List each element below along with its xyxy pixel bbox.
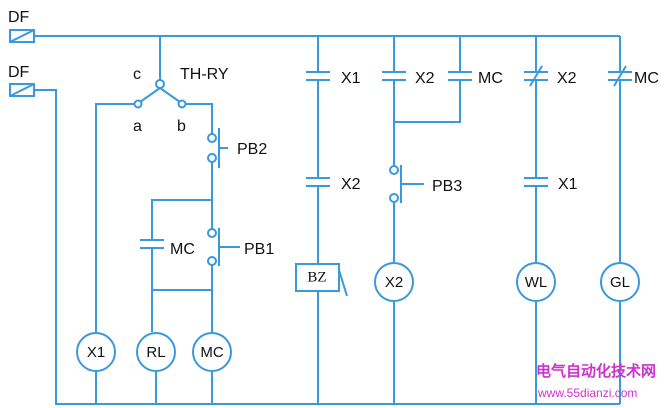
latch-wire-top: [151, 199, 212, 240]
wl-nc-slash: [529, 65, 543, 87]
lamp-rl-label: RL: [146, 344, 165, 361]
lamp-wl-label: WL: [525, 274, 548, 291]
pb2-label: PB2: [237, 141, 267, 158]
wl-x1-label: X1: [558, 176, 578, 193]
th-ry-c-label: c: [133, 66, 141, 83]
pb3-label: PB3: [432, 178, 462, 195]
x2col-mc-label: MC: [478, 70, 503, 87]
coil-mc-label: MC: [200, 344, 223, 361]
th-ry-a-label: a: [133, 118, 142, 135]
lamp-wl: [516, 262, 556, 302]
df-bottom-label: DF: [8, 64, 30, 81]
watermark-url: www.55dianzi.com: [537, 386, 637, 400]
pb2-contact-bottom: [207, 153, 217, 163]
mc-branch-wire-2: [394, 80, 461, 123]
wl-x2-label: X2: [557, 70, 577, 87]
lamp-rl: [136, 332, 176, 372]
pb1-contact-top: [207, 228, 217, 238]
coil-mc: [192, 332, 232, 372]
pb2-contact-top: [207, 133, 217, 143]
lamp-gl-label: GL: [610, 274, 630, 291]
bz-x2-label: X2: [341, 176, 361, 193]
pb3-contact-top: [389, 165, 399, 175]
th-ry-pole-c: [155, 79, 165, 89]
pb2-feed: [186, 103, 213, 134]
x2col-x2-label: X2: [415, 70, 435, 87]
buzzer-bz-tail: [338, 269, 348, 297]
lamp-x2: [374, 262, 414, 302]
gl-mc-label: MC: [634, 70, 659, 87]
th-ry-contact-a: [133, 99, 143, 109]
th-ry-b-label: b: [177, 118, 186, 135]
watermark-site-name: 电气自动化技术网: [536, 362, 656, 380]
df-top-label: DF: [8, 9, 30, 26]
th-ry-contact-b: [177, 99, 187, 109]
lamp-x2-label: X2: [385, 274, 403, 291]
pb1-contact-bottom: [207, 256, 217, 266]
df-fuse-top-slash: [9, 29, 35, 43]
pb3-contact-bottom: [389, 193, 399, 203]
th-ry-arm-a: [139, 87, 161, 103]
th-ry-arm-b: [159, 87, 181, 103]
lamp-x1: [76, 332, 116, 372]
bz-x1-label: X1: [341, 70, 361, 87]
th-ry-label: TH-RY: [180, 66, 229, 83]
x1-branch-wire: [95, 103, 134, 332]
bottom-rail: [34, 89, 620, 405]
lamp-x1-label: X1: [87, 344, 105, 361]
buzzer-bz-label: BZ: [307, 269, 326, 285]
lamp-gl: [600, 262, 640, 302]
gl-nc-slash: [613, 65, 627, 87]
df-fuse-bottom-slash: [9, 83, 35, 97]
mc-latch-label: MC: [170, 241, 195, 258]
pb1-label: PB1: [244, 241, 274, 258]
